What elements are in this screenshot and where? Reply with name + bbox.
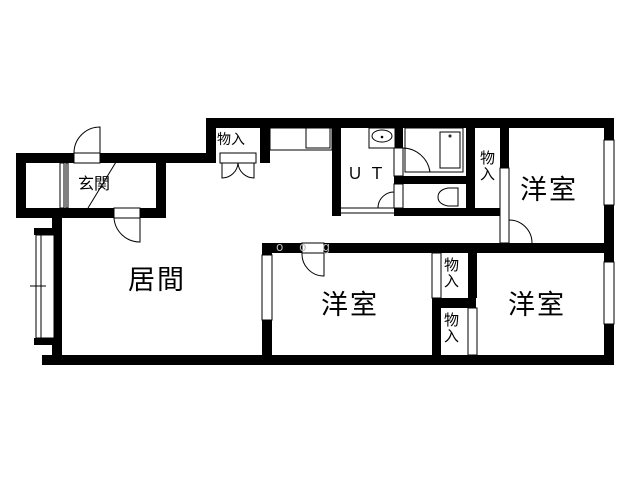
windows [30,139,615,356]
bath-side-closet-label: 物入 [478,150,496,182]
entrance-label: 玄関 [78,174,111,193]
center-closet-upper-label: 物入 [442,257,460,289]
top-closet-label: 物入 [217,132,245,148]
watermark: o o g [276,240,336,254]
living-room-label: 居間 [128,265,186,296]
western-room-se-label: 洋室 [508,290,566,321]
doors [73,126,533,277]
unit-bath-label: ＵＴ [347,164,392,183]
western-room-center-label: 洋室 [321,290,379,321]
center-closet-lower-label: 物入 [442,312,460,344]
western-room-ne-label: 洋室 [520,175,578,206]
